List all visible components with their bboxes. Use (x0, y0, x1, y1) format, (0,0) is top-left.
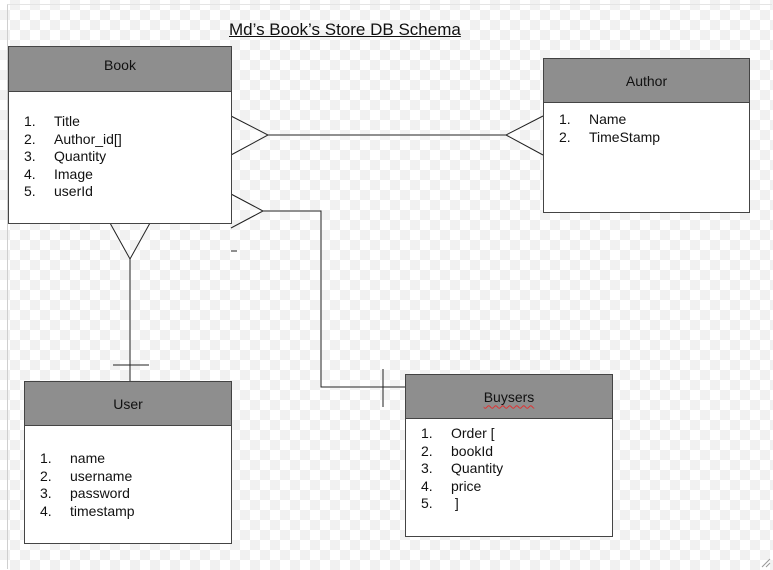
entity-buyers-name: Buysers (483, 388, 535, 405)
book-crowfoot-to-author (230, 115, 270, 156)
field-item: 3.Quantity (24, 148, 107, 164)
field-item: 2.Author_id[] (24, 130, 122, 147)
field-item: 5. ] (421, 495, 459, 511)
entity-buyers[interactable]: Buysers 1.Order [ 2.bookId 3.Quantity 4.… (405, 374, 613, 537)
book-crowfoot-to-buyers (230, 193, 265, 229)
entity-user-header: User (25, 382, 231, 426)
field-item: 1.Title (24, 113, 80, 129)
entity-book-fields: 1.Title 2.Author_id[] 3.Quantity 4.Image… (24, 113, 122, 201)
entity-user-fields: 1.name 2.username 3.password 4.timestamp (40, 450, 135, 520)
entity-book-name: Book (104, 57, 136, 73)
entity-buyers-header: Buysers (406, 375, 612, 419)
field-item: 4.price (421, 477, 482, 494)
resize-grip-icon[interactable] (761, 558, 771, 568)
diagram-canvas (7, 4, 772, 569)
field-item: 2.username (40, 467, 133, 484)
field-item: 3.Quantity (421, 460, 504, 476)
author-crowfoot-to-book (504, 115, 544, 156)
field-item: 1.Name (559, 111, 627, 127)
entity-author-header: Author (544, 59, 749, 103)
entity-buyers-fields: 1.Order [ 2.bookId 3.Quantity 4.price 5.… (421, 425, 503, 513)
book-buyers-line (263, 210, 406, 388)
field-item: 4.timestamp (40, 502, 135, 519)
field-item: 1.name (40, 450, 106, 466)
field-item: 5.userId (24, 183, 93, 199)
diagram-title: Md’s Book’s Store DB Schema (229, 20, 461, 39)
entity-author-fields: 1.Name 2.TimeStamp (559, 111, 660, 146)
book-crowfoot-to-user (109, 222, 151, 261)
field-item: 1.Order [ (421, 425, 495, 441)
field-item: 3.password (40, 485, 130, 501)
entity-book[interactable]: Book 1.Title 2.Author_id[] 3.Quantity 4.… (8, 46, 232, 224)
entity-author[interactable]: Author 1.Name 2.TimeStamp (543, 58, 750, 213)
field-item: 2.TimeStamp (559, 128, 661, 145)
field-item: 2.bookId (421, 442, 494, 459)
entity-book-header: Book (9, 47, 231, 92)
entity-user-name: User (113, 395, 143, 412)
entity-author-name: Author (625, 72, 668, 89)
entity-user[interactable]: User 1.name 2.username 3.password 4.time… (24, 381, 232, 544)
field-item: 4.Image (24, 165, 93, 182)
